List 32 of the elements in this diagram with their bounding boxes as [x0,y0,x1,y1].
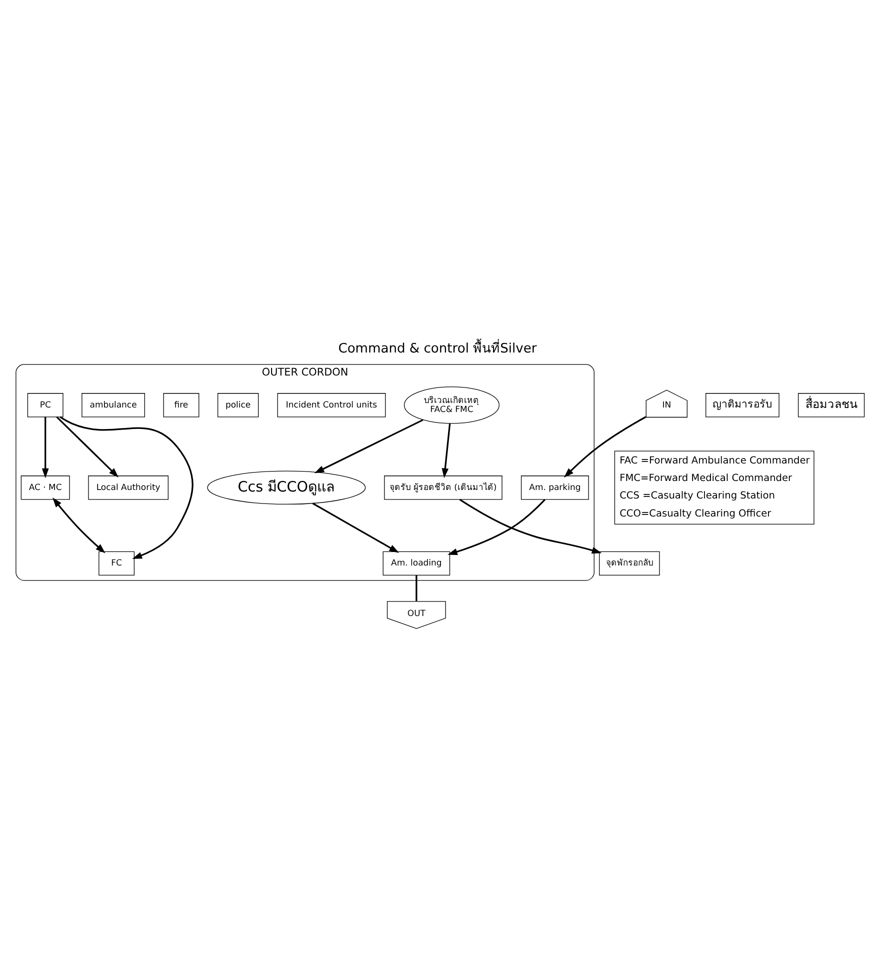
node-box: ญาติมารอรับ [706,393,780,418]
label: FMC=Forward Medical Commander [620,473,792,484]
connector [416,575,418,602]
arrow [42,416,49,478]
node-box: Local Authority [88,476,168,500]
node-ellipse: บริเวณเกิดเหตุ FAC& FMC [404,386,500,424]
node-box: fire [163,393,200,418]
arrow [564,416,646,478]
label: CCS =Casualty Clearing Station [620,490,775,502]
node-box: AC · MC [20,476,70,500]
node-box: police [218,393,259,418]
arrow [448,498,546,556]
arrow [459,498,602,554]
arrow [442,424,451,478]
arrow [56,416,119,478]
node-box: Am. parking [520,476,589,500]
arrow [52,498,106,554]
label: FAC =Forward Ambulance Commander [620,455,810,466]
node-box: FC [98,551,135,576]
node-ellipse: Ccs มีCCOดูแล [207,470,366,505]
arrow [60,416,194,559]
node-box: Incident Control units [277,393,386,418]
node-box: สื่อมวลชน [798,393,865,418]
diagram-title: Command & control พื้นที่Silver [338,342,537,357]
node-box: ambulance [82,393,145,418]
arrow [314,419,424,474]
node-box: Am. loading [382,551,450,576]
arrow [312,502,400,553]
node-box: จุดพักรอกลับ [599,551,660,576]
node-box: จุดรับ ผู้รอดชีวิต (เดินมาได้) [384,476,502,500]
label: CCO=Casualty Clearing Officer [620,508,772,520]
node-box: PC [27,393,64,418]
